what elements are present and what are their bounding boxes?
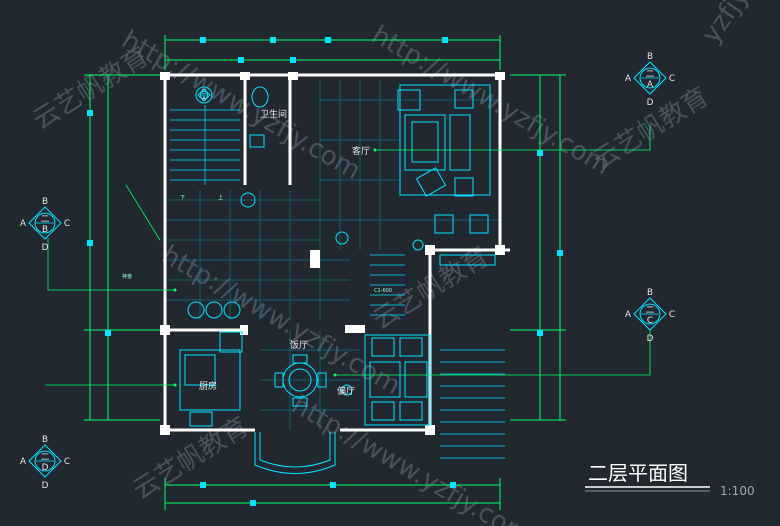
section-marker-diamond [28,206,62,240]
section-marker-number: 二 [646,70,655,80]
section-marker-circle [34,450,56,472]
stairs [170,105,505,459]
section-marker-number: 二 [41,215,50,225]
wall-columns [160,72,505,435]
furniture [179,84,496,474]
section-marker-top: B [647,52,653,62]
section-marker-left: A [625,74,631,84]
stair-label-down: 下 [180,195,185,201]
section-marker-right: C [64,457,70,467]
section-marker-circle [34,212,56,234]
window-tag-label: C1-600 [374,288,392,294]
section-marker-circle [199,90,209,100]
section-marker-top: B [42,197,48,207]
section-marker-number: 二 [41,453,50,463]
section-marker-sheet: B [42,225,48,235]
room-label-dining-room: 饭厅 [290,339,308,351]
watermark-url-1: http://www.yzfjy.com [117,25,366,186]
watermark-url-3: http://www.yzfjy.com [157,240,406,401]
section-marker-sheet: D [42,463,49,473]
section-marker-bottom: D [647,334,654,344]
section-marker-left: A [20,457,26,467]
section-marker-circle [639,303,661,325]
section-marker-sheet: C [647,316,653,326]
section-marker-right: C [64,219,70,229]
stair-label-up: 上 [218,194,223,201]
drawing-scale: 1:100 [720,484,755,498]
section-marker-bottom: D [42,481,49,491]
section-marker-number: 二 [646,306,655,316]
section-marker-circle [639,67,661,89]
leader-lines [45,125,651,386]
section-marker-right: C [669,310,675,320]
room-label-side-hall: 偏厅 [337,385,355,397]
watermark-url-2: http://www.yzfjy.com [367,20,616,181]
shaft-label: 神龛 [122,273,132,280]
dimension-lines [84,35,566,510]
section-marker-diamond [633,61,667,95]
leader-dots [173,148,377,387]
section-marker-left: A [625,310,631,320]
watermark-short-1: yzfjy [696,0,755,49]
section-marker-top: B [42,435,48,445]
section-marker-top: B [647,288,653,298]
section-marker-bottom: D [647,98,654,108]
room-label-kitchen: 厨房 [199,380,217,392]
dimension-ticks [87,37,563,506]
section-marker-number: 二 [201,90,206,96]
room-label-living-room: 客厅 [352,145,370,157]
drawing-title: 二层平面图 [588,461,688,485]
section-marker-diamond [197,88,211,102]
section-marker-left: A [20,219,26,229]
room-label-bathroom: 卫生间 [260,108,287,120]
section-marker-bottom: D [42,243,49,253]
section-marker-sheet: A [647,80,653,90]
section-marker-diamond [633,297,667,331]
section-marker-diamond [28,444,62,478]
section-marker-sheet: A [202,96,206,102]
section-marker-bath: 二A [197,88,211,102]
walls [163,73,510,432]
section-marker-right: C [669,74,675,84]
